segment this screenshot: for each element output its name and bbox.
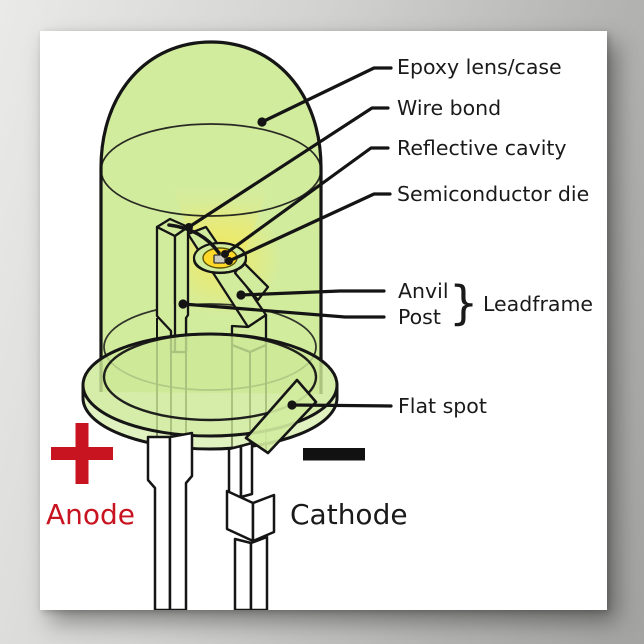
leadframe-brace: } [449,276,478,330]
label-leadframe: Leadframe [483,292,593,316]
anode-lead [146,431,194,610]
plus-symbol [51,423,113,484]
leads [146,431,276,610]
leader-post [181,302,386,319]
wire-bond-wire [167,223,221,255]
leader-flat-spot [290,403,393,408]
led-diagram: Epoxy lens/case Wire bond Reflective cav… [46,40,593,610]
label-anode: Anode [46,498,135,531]
label-post: Post [398,305,441,329]
cathode-lead [225,441,276,610]
minus-symbol [303,448,365,461]
part-labels: Epoxy lens/case Wire bond Reflective cav… [397,55,593,418]
leader-reflective-cavity [223,146,390,256]
leader-anvil [239,289,386,297]
semiconductor-die [213,254,226,264]
led-diagram-poster: Epoxy lens/case Wire bond Reflective cav… [40,31,607,610]
leader-wire-bond [187,106,390,229]
label-anvil: Anvil [398,279,449,303]
label-semiconductor-die: Semiconductor die [397,182,589,206]
leader-lines [181,66,393,408]
flat-spot-face [244,378,318,455]
base-flange [81,332,339,455]
label-flat-spot: Flat spot [398,394,487,418]
lens-junction-line [100,123,322,217]
label-epoxy-lens-case: Epoxy lens/case [397,55,562,79]
label-wire-bond: Wire bond [397,96,501,120]
leader-epoxy [260,66,393,124]
leader-dots [178,117,297,410]
label-cathode: Cathode [290,498,408,531]
label-reflective-cavity: Reflective cavity [397,136,567,160]
leader-semiconductor-die [227,192,392,263]
